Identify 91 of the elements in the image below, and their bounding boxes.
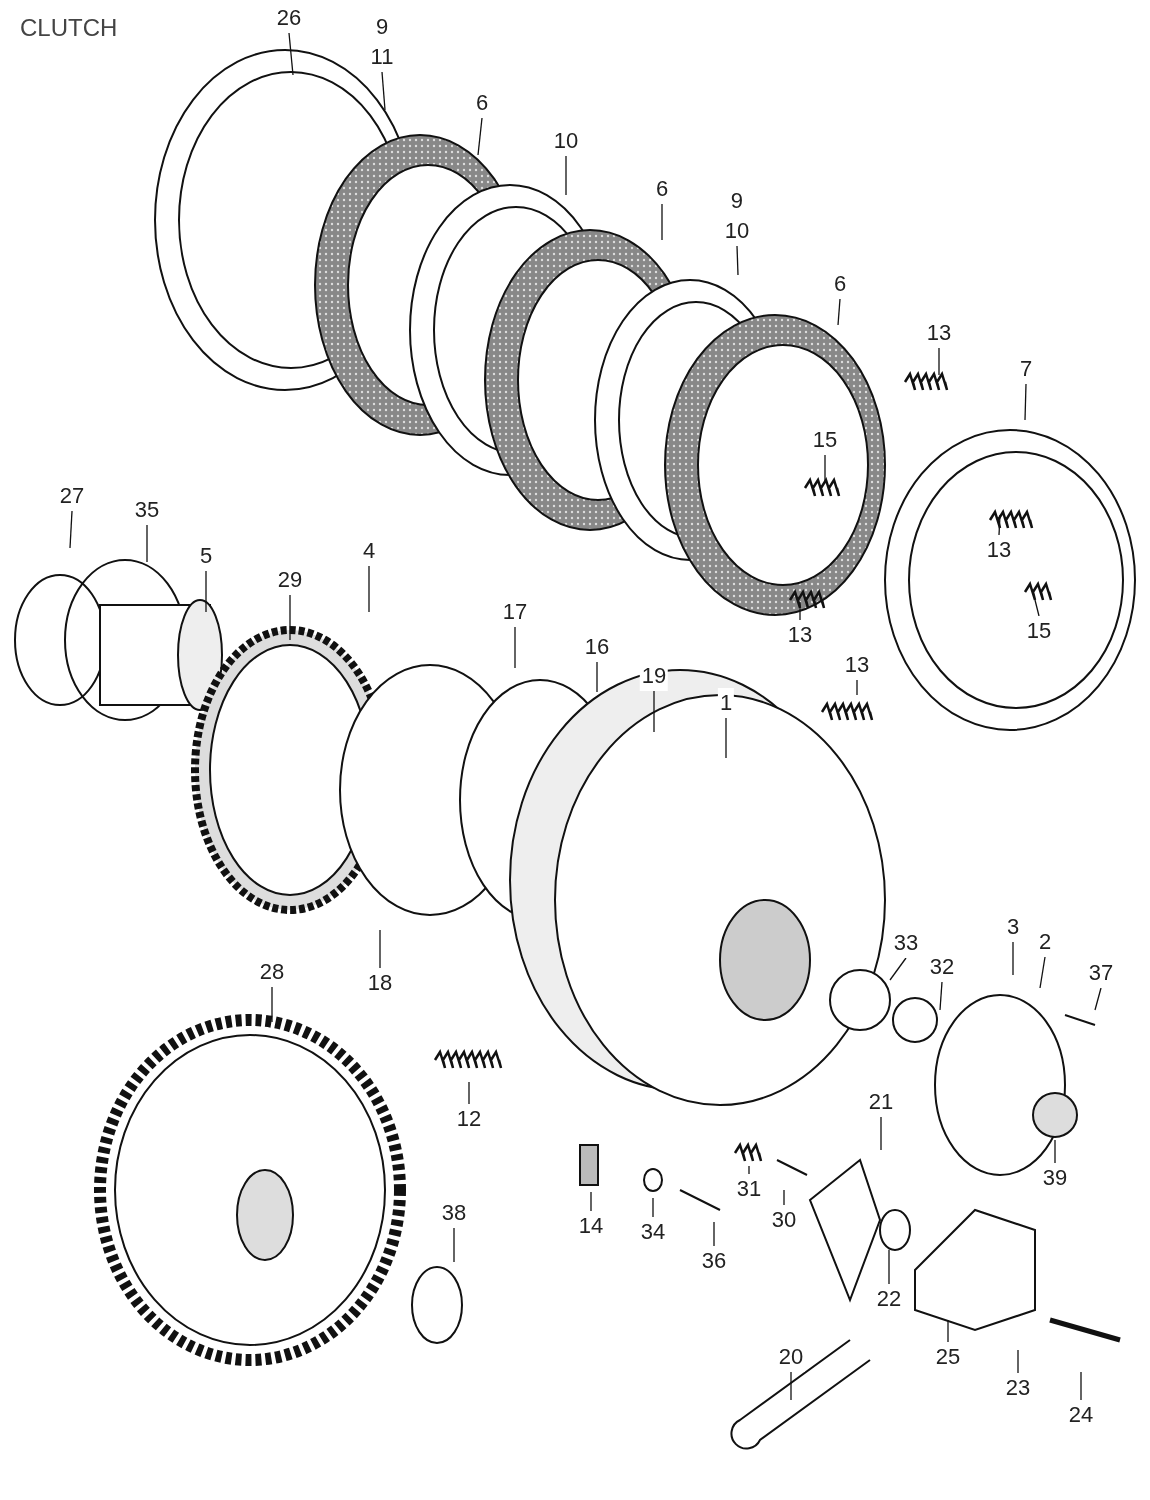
leader-line (477, 117, 483, 156)
leader-line (661, 203, 663, 241)
callout-number: 2 (1038, 928, 1052, 956)
leader-line (799, 601, 801, 621)
leader-line (590, 1191, 592, 1212)
leader-line (725, 717, 727, 759)
callout-number: 13 (844, 651, 870, 679)
callout-number: 37 (1088, 959, 1114, 987)
callout-number: 27 (59, 482, 85, 510)
callout-number: 6 (833, 270, 847, 298)
callout-number: 9 (730, 187, 744, 215)
callout-number: 32 (929, 953, 955, 981)
callout-number: 26 (276, 4, 302, 32)
callout-number: 12 (456, 1105, 482, 1133)
callout-number: 14 (578, 1212, 604, 1240)
leader-line (998, 514, 1001, 536)
callout-number: 25 (935, 1343, 961, 1371)
leader-line (1017, 1349, 1019, 1374)
leader-line (783, 1189, 785, 1206)
callout-number: 34 (640, 1218, 666, 1246)
callout-number: 16 (584, 633, 610, 661)
callout-number: 22 (876, 1285, 902, 1313)
leader-line (288, 32, 294, 76)
callout-number: 7 (1019, 355, 1033, 383)
leader-line (939, 981, 943, 1011)
leader-line (289, 594, 291, 641)
callout-number: 4 (362, 537, 376, 565)
callout-number: 3 (1006, 913, 1020, 941)
leader-line (1080, 1371, 1082, 1401)
callout-number: 6 (475, 89, 489, 117)
leader-line (271, 986, 273, 1023)
callout-number: 18 (367, 969, 393, 997)
leader-line (368, 565, 370, 613)
leader-line (1034, 599, 1040, 617)
callout-number: 39 (1042, 1164, 1068, 1192)
leader-line (468, 1081, 470, 1105)
leader-line (1054, 1139, 1056, 1164)
callout-number: 10 (724, 217, 750, 245)
callout-number: 15 (1026, 617, 1052, 645)
diagram-title: CLUTCH (20, 14, 118, 42)
callout-number: 31 (736, 1175, 762, 1203)
leader-line (736, 245, 739, 276)
leader-line (790, 1371, 792, 1401)
callout-number: 35 (134, 496, 160, 524)
callout-number: 1 (719, 689, 733, 717)
callout-number: 30 (771, 1206, 797, 1234)
leader-line (596, 661, 598, 693)
leader-line (653, 690, 655, 733)
leader-line (947, 1319, 949, 1343)
callout-number: 13 (926, 319, 952, 347)
callout-number: 36 (701, 1247, 727, 1275)
callout-number: 28 (259, 958, 285, 986)
callout-number: 24 (1068, 1401, 1094, 1429)
callout-number: 5 (199, 542, 213, 570)
leader-line (1039, 956, 1046, 989)
leader-line (889, 957, 907, 981)
callout-number: 9 (375, 13, 389, 41)
leader-line (565, 155, 567, 196)
callout-number: 19 (641, 662, 667, 690)
callout-number: 6 (655, 175, 669, 203)
leader-line (1024, 383, 1027, 421)
callout-number: 11 (370, 43, 394, 71)
leader-line (69, 510, 73, 549)
callout-number: 23 (1005, 1374, 1031, 1402)
leader-line (1012, 941, 1014, 976)
leader-line (453, 1227, 455, 1263)
callout-number: 15 (812, 426, 838, 454)
leader-line (856, 679, 858, 696)
callout-number: 38 (441, 1199, 467, 1227)
leader-line (381, 71, 386, 111)
leader-line (713, 1221, 715, 1247)
leader-line (146, 524, 148, 563)
leader-line (748, 1165, 750, 1175)
callout-number: 17 (502, 598, 528, 626)
leader-line (888, 1249, 890, 1285)
callout-number: 10 (553, 127, 579, 155)
callout-number: 13 (986, 536, 1012, 564)
leader-line (205, 570, 207, 613)
callout-number: 29 (277, 566, 303, 594)
leader-line (824, 454, 826, 483)
leader-line (652, 1197, 654, 1218)
leader-line (1094, 987, 1102, 1011)
leader-line (514, 626, 516, 669)
callout-number: 20 (778, 1343, 804, 1371)
leader-line (880, 1116, 882, 1151)
leader-line (837, 298, 841, 326)
callout-number: 13 (787, 621, 813, 649)
leader-line (379, 929, 381, 969)
callout-number: 33 (893, 929, 919, 957)
leader-line (938, 347, 940, 376)
callout-number: 21 (868, 1088, 894, 1116)
